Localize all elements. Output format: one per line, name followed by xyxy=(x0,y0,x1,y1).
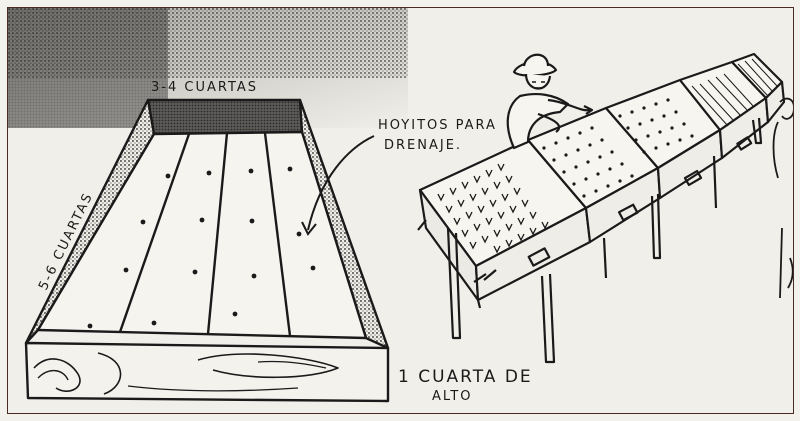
partial-figure-right xyxy=(772,97,793,299)
seedbed-illustration: 3-4 CUARTAS 5-6 CUARTAS HOYITOS PARA DRE… xyxy=(8,8,793,404)
photocopy-shadow xyxy=(8,8,408,128)
section-hatching xyxy=(691,58,779,127)
drainage-arrow xyxy=(307,135,375,231)
drainage-holes xyxy=(87,166,316,329)
seed-dots xyxy=(542,98,694,198)
label-height-1: 1 CUARTA DE xyxy=(398,367,533,387)
diagram-frame: 3-4 CUARTAS 5-6 CUARTAS HOYITOS PARA DRE… xyxy=(7,7,794,414)
drainage-arrowhead xyxy=(301,221,317,236)
seedling-marks xyxy=(437,163,549,254)
label-drainage-2: DRENAJE. xyxy=(384,138,462,153)
raised-seedbed-table xyxy=(417,52,786,364)
farmer-figure xyxy=(506,53,594,150)
label-top-width: 3-4 CUARTAS xyxy=(151,80,258,95)
label-height-2: ALTO xyxy=(432,389,473,404)
label-drainage-1: HOYITOS PARA xyxy=(378,118,497,133)
seedbed-box xyxy=(24,98,390,403)
